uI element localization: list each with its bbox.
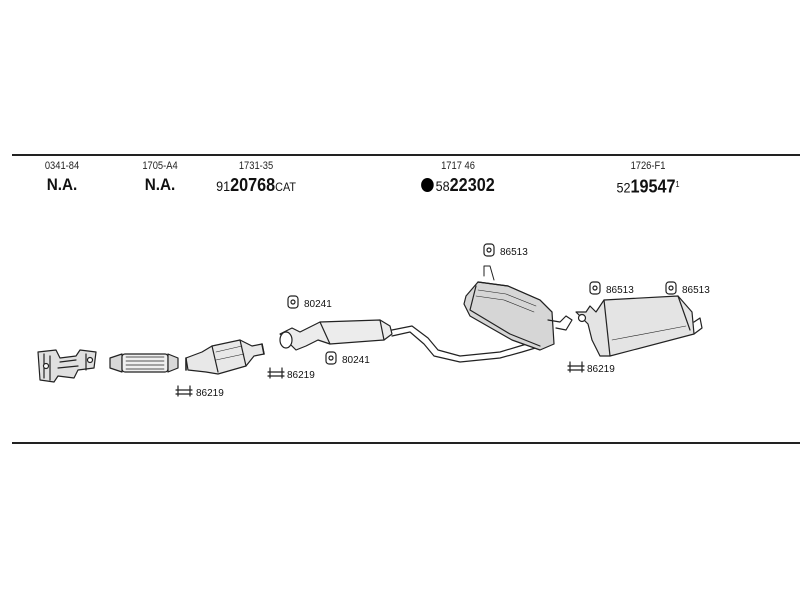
bottom-divider-line [12,442,800,444]
rubber-mount-icon [665,281,677,295]
ref-main-3: 20768 [230,175,276,195]
ref-main-4: 22302 [449,175,495,195]
top-divider-line [12,154,800,156]
pipe-clamp-icon [267,367,285,379]
mount-part-label: 80241 [304,299,332,310]
ref-sup-5: 1 [675,180,680,189]
rear-silencer-mid-icon [463,265,573,351]
ref-prefix-3: 91 [216,178,231,194]
column-header-1: 0341-84 N.A. [34,160,90,195]
ref-main-5: 19547 [630,176,676,197]
rubber-mount-icon [325,351,337,365]
mount-part-label: 86513 [606,285,634,296]
filled-circle-icon [421,178,434,192]
mount-part-label: 86513 [500,247,528,258]
clamp-part-label: 86219 [287,370,315,381]
rear-silencer-end-icon [575,295,703,357]
front-silencer-pipe-icon [279,319,543,363]
part-code-4: 1717 46 [441,160,475,172]
pipe-clamp-icon [567,361,585,373]
rubber-mount-icon [483,243,495,257]
part-code-1: 0341-84 [44,160,80,172]
pipe-clamp-icon [175,385,193,397]
part-code-5: 1726-F1 [630,160,666,172]
ref-prefix-5: 52 [616,179,631,196]
column-header-4: 1717 46 5822302 [408,160,508,196]
part-ref-4: 5822302 [413,175,503,196]
column-header-5: 1726-F1 52195471 [606,160,690,198]
part-ref-3: 9120768CAT [213,175,299,197]
flex-pipe-icon [109,353,179,373]
rubber-mount-icon [589,281,601,295]
mount-part-label: 86513 [682,285,710,296]
part-ref-2: N.A. [144,175,176,194]
column-header-3: 1731-35 9120768CAT [208,160,304,197]
mount-part-label: 80241 [342,355,370,366]
clamp-part-label: 86219 [587,364,615,375]
part-code-2: 1705-A4 [142,160,178,172]
front-downpipe-icon [37,349,97,383]
clamp-part-label: 86219 [196,388,224,399]
ref-prefix-4: 58 [435,178,450,194]
column-header-2: 1705-A4 N.A. [130,160,190,195]
catalytic-converter-icon [185,339,265,375]
part-code-3: 1731-35 [238,160,274,172]
ref-suffix-3: CAT [275,180,296,194]
part-ref-5: 52195471 [610,175,686,198]
rubber-mount-icon [287,295,299,309]
part-ref-1: N.A. [46,175,78,194]
